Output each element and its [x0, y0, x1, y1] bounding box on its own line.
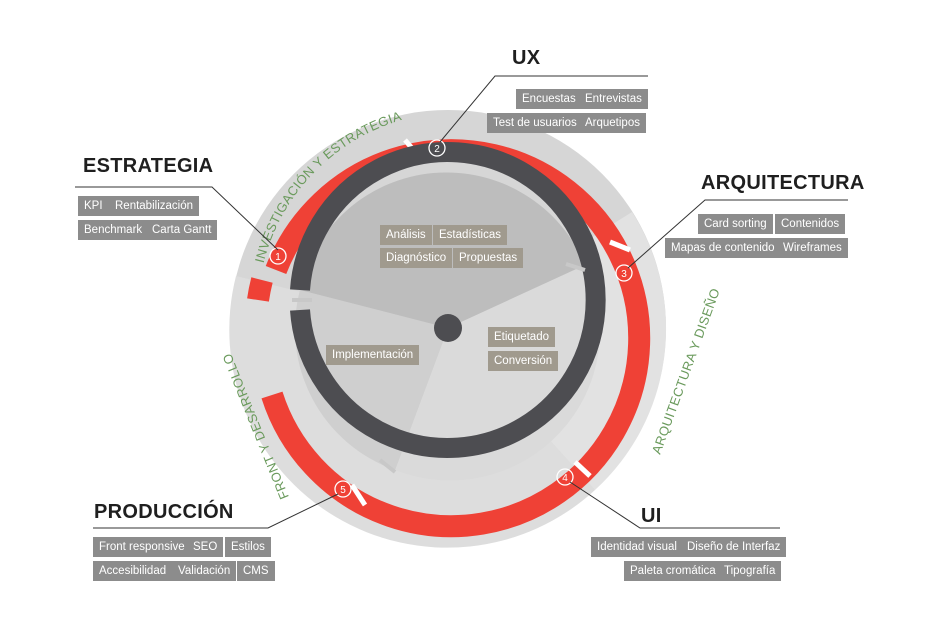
stage-marker-1: 1 — [269, 247, 287, 265]
svg-text:4: 4 — [562, 473, 568, 484]
leader-line-arquitectura — [627, 199, 848, 269]
inner-tag-propuestas: Propuestas — [453, 248, 524, 268]
tag-encuestas: Encuestas — [516, 89, 582, 109]
leader-line-ui — [569, 481, 780, 529]
stage-title-ux: UX — [512, 47, 541, 69]
inner-tag-implementacion: Implementación — [326, 345, 420, 365]
tag-kpi: KPI — [78, 196, 109, 216]
dark-ring-divider — [565, 262, 586, 272]
tag-paleta-cromatica: Paleta cromática — [624, 561, 722, 581]
inner-sector-right — [395, 265, 601, 481]
stage-marker-4: 4 — [556, 468, 574, 486]
svg-text:3: 3 — [621, 269, 627, 280]
tag-carta-gantt: Carta Gantt — [146, 220, 218, 240]
hub — [434, 314, 462, 342]
stage-title-produccion: PRODUCCIÓN — [94, 501, 234, 523]
dark-ring-divider — [378, 458, 397, 474]
red-ring-divider — [349, 483, 368, 507]
tag-cms: CMS — [237, 561, 275, 581]
inner-tag-analisis: Análisis — [380, 225, 432, 245]
tag-test-de-usuarios: Test de usuarios — [487, 113, 583, 133]
inner-tag-diagnostico: Diagnóstico — [380, 248, 453, 268]
dark-cycle-ring — [290, 142, 606, 458]
tag-benchmark: Benchmark — [78, 220, 149, 240]
tag-contenidos: Contenidos — [775, 214, 846, 234]
tag-entrevistas: Entrevistas — [579, 89, 648, 109]
tag-identidad-visual: Identidad visual — [591, 537, 683, 557]
leader-line-estrategia — [75, 186, 279, 251]
tag-mapas-de-contenido: Mapas de contenido — [665, 238, 781, 258]
stage-marker-5: 5 — [334, 480, 352, 498]
leader-line-produccion — [93, 493, 339, 529]
tag-diseno-de-interfaz: Diseño de Interfaz — [681, 537, 787, 557]
inner-tag-estadisticas: Estadísticas — [433, 225, 507, 245]
tag-estilos: Estilos — [225, 537, 271, 557]
svg-text:5: 5 — [340, 485, 346, 496]
red-ring-divider — [609, 239, 631, 253]
tag-arquetipos: Arquetipos — [579, 113, 646, 133]
tag-tipografia: Tipografía — [718, 561, 782, 581]
stage-marker-2: 2 — [428, 139, 446, 157]
stage-title-estrategia: ESTRATEGIA — [83, 155, 214, 177]
tag-front-responsive: Front responsive — [93, 537, 191, 557]
svg-text:1: 1 — [275, 252, 281, 263]
tag-validacion: Validación — [172, 561, 237, 581]
tag-seo: SEO — [187, 537, 224, 557]
stage-title-ui: UI — [641, 505, 662, 527]
tag-rentabilizacion: Rentabilización — [109, 196, 199, 216]
leader-line-ux — [439, 75, 648, 143]
tag-card-sorting: Card sorting — [698, 214, 773, 234]
stage-marker-3: 3 — [615, 264, 633, 282]
svg-text:2: 2 — [434, 144, 440, 155]
inner-tag-etiquetado: Etiquetado — [488, 327, 555, 347]
red-cycle-ring-segment — [247, 277, 273, 302]
inner-tag-conversion: Conversión — [488, 351, 559, 371]
tag-accesibilidad: Accesibilidad — [93, 561, 173, 581]
tag-wireframes: Wireframes — [777, 238, 848, 258]
stage-title-arquitectura: ARQUITECTURA — [701, 172, 865, 194]
inner-sector-left — [294, 290, 448, 470]
red-ring-divider — [573, 460, 592, 478]
